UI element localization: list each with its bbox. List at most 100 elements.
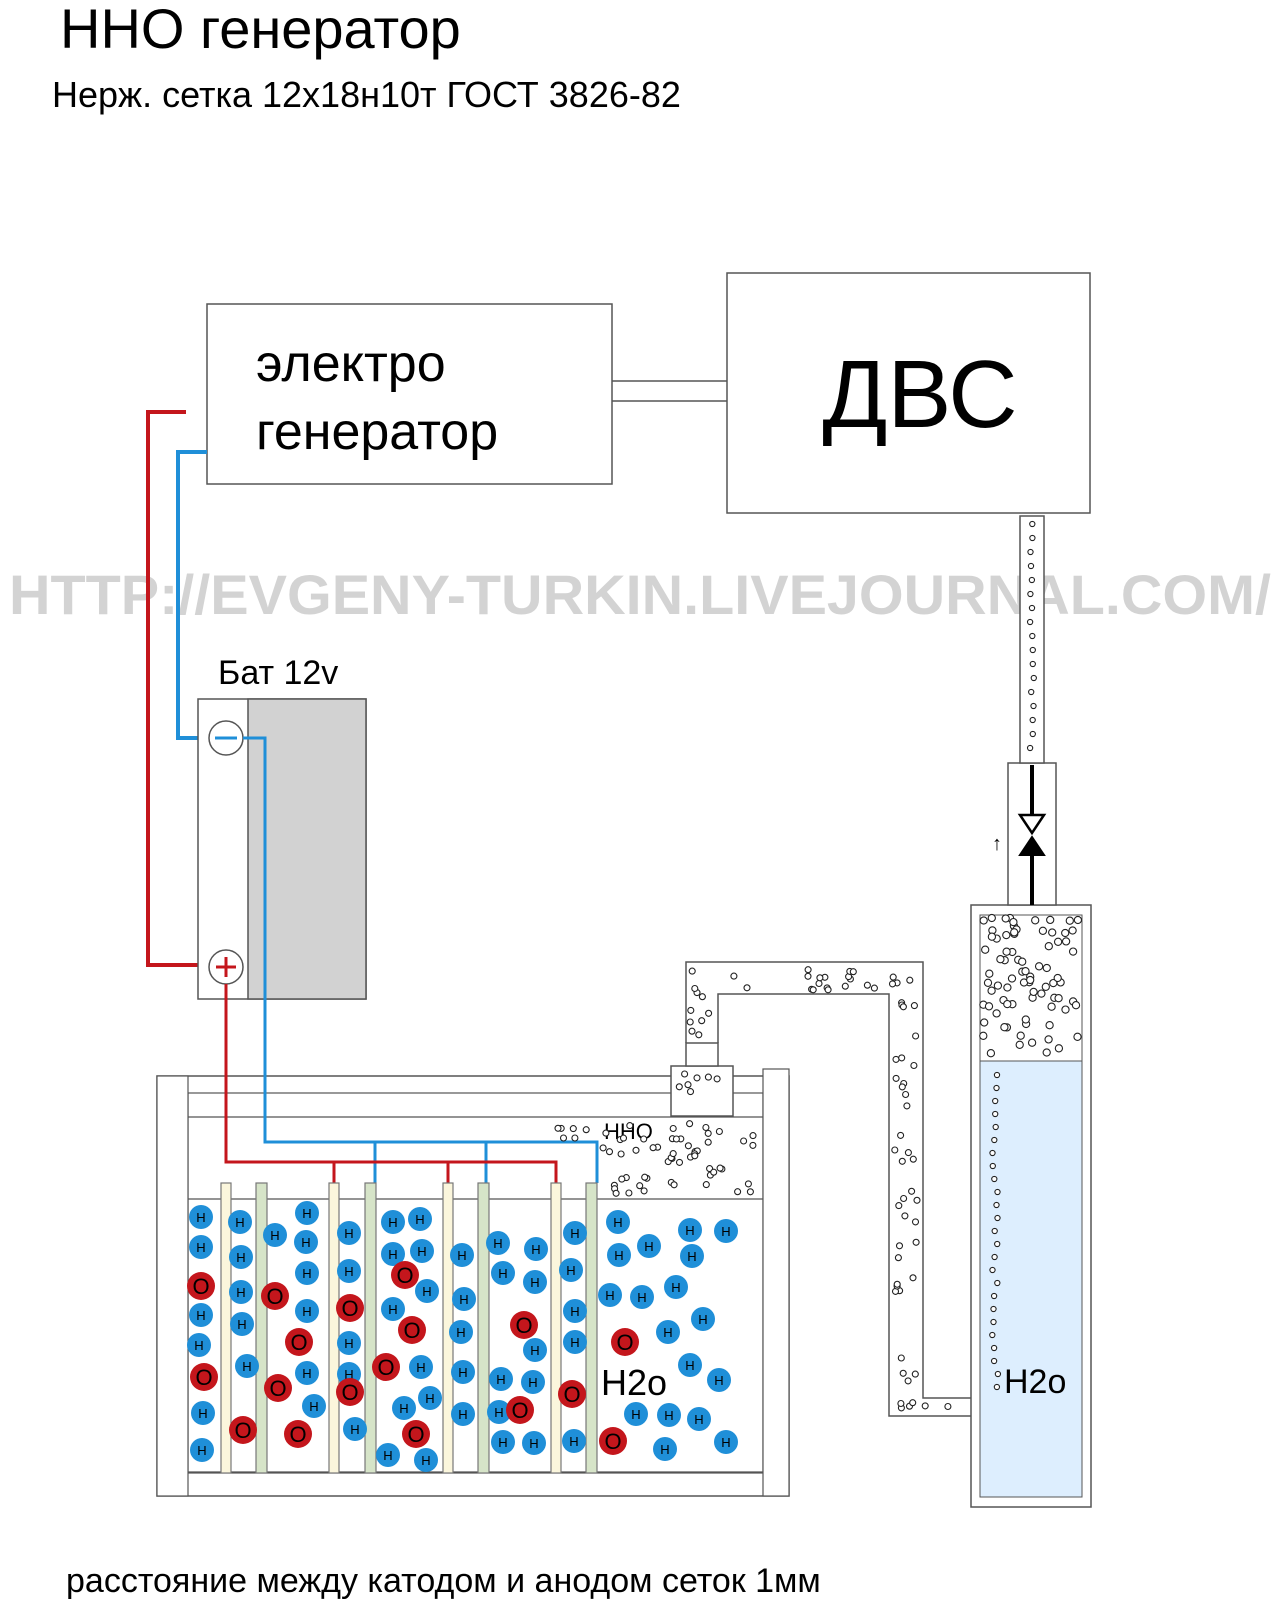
gas-bubble: [605, 1148, 614, 1156]
gas-bubble: [990, 1344, 998, 1352]
gas-bubble: [602, 1129, 610, 1137]
gas-bubble: [691, 1152, 699, 1160]
hydrogen-molecule: H: [295, 1299, 319, 1323]
gas-bubble: [989, 1162, 996, 1170]
svg-text:O: O: [407, 1422, 424, 1447]
svg-text:H: H: [569, 1434, 578, 1449]
svg-text:O: O: [192, 1274, 209, 1299]
hydrogen-molecule: H: [523, 1270, 547, 1294]
svg-text:O: O: [396, 1263, 413, 1288]
svg-text:H: H: [613, 1215, 622, 1230]
svg-text:H: H: [530, 1275, 539, 1290]
gas-bubble: [1028, 604, 1036, 612]
oxygen-molecule: O: [264, 1374, 292, 1402]
hydrogen-molecule: H: [415, 1279, 439, 1303]
gas-bubble: [669, 1150, 677, 1158]
hydrogen-molecule: H: [191, 1401, 215, 1425]
svg-text:H: H: [344, 1336, 353, 1351]
hydrogen-molecule: H: [523, 1338, 547, 1362]
hydrogen-molecule: H: [337, 1331, 361, 1355]
oxygen-molecule: O: [558, 1380, 586, 1408]
svg-text:H: H: [416, 1360, 425, 1375]
gas-bubble: [804, 972, 812, 980]
oxygen-molecule: O: [261, 1282, 289, 1310]
svg-text:H: H: [237, 1317, 246, 1332]
gas-bubble: [1061, 928, 1070, 938]
gas-bubble: [989, 1149, 996, 1157]
gas-bubble: [892, 1055, 900, 1063]
gas-bubble: [640, 1135, 648, 1143]
gas-bubble: [693, 1074, 701, 1082]
gas-bubble: [669, 1124, 677, 1133]
gas-bubble: [1071, 1001, 1081, 1010]
bubbler: H2o: [970, 904, 1092, 1508]
gas-bubble: [1002, 930, 1011, 940]
hydrogen-molecule: H: [410, 1239, 434, 1263]
gas-bubble: [636, 1182, 644, 1190]
gas-bubble: [641, 1173, 649, 1181]
svg-text:H: H: [198, 1406, 207, 1421]
hydrogen-molecule: H: [606, 1210, 630, 1234]
gas-bubble: [904, 1377, 912, 1385]
hydrogen-molecule: H: [376, 1443, 400, 1467]
gas-bubble: [625, 1189, 633, 1197]
hydrogen-molecule: H: [598, 1283, 622, 1307]
hydrogen-molecule: H: [714, 1430, 738, 1454]
gas-bubble: [991, 1175, 998, 1183]
svg-text:H: H: [570, 1335, 579, 1350]
gas-bubble: [987, 932, 997, 941]
svg-text:H: H: [496, 1372, 505, 1387]
oxygen-molecule: O: [284, 1420, 312, 1448]
svg-text:H: H: [388, 1247, 397, 1262]
oxygen-molecule: O: [506, 1396, 534, 1424]
gas-bubble: [744, 1180, 752, 1188]
hydrogen-molecule: H: [263, 1223, 287, 1247]
svg-text:H: H: [685, 1223, 694, 1238]
svg-text:H: H: [399, 1401, 408, 1416]
svg-text:H: H: [422, 1284, 431, 1299]
gas-bubble: [906, 976, 914, 984]
bubbles: [554, 520, 1083, 1412]
battery-positive-terminal: [208, 949, 244, 985]
gas-bubble: [617, 1150, 625, 1158]
hydrogen-molecule: H: [294, 1230, 318, 1254]
hydrogen-molecule: H: [664, 1275, 688, 1299]
gas-bubble: [695, 1031, 703, 1039]
gas-bubble: [993, 1383, 1001, 1391]
svg-text:H: H: [685, 1358, 694, 1373]
gas-bubble: [702, 1181, 710, 1189]
gas-bubble: [894, 1254, 902, 1262]
gas-bubble: [987, 986, 996, 995]
hydrogen-molecule: H: [491, 1430, 515, 1454]
diagram-subtitle: Нерж. сетка 12х18н10т ГОСТ 3826-82: [52, 74, 681, 115]
hydrogen-molecule: H: [187, 1333, 211, 1357]
svg-text:H: H: [196, 1240, 205, 1255]
svg-text:O: O: [234, 1418, 251, 1443]
hydrogen-molecule: H: [343, 1417, 367, 1441]
gas-bubble: [912, 1032, 920, 1040]
charging-wires: [146, 410, 210, 967]
gas-bubble: [554, 1124, 562, 1132]
gas-bubble: [897, 1399, 905, 1408]
gas-bubble: [994, 1279, 1001, 1287]
oxygen-molecule: O: [285, 1328, 313, 1356]
svg-text:H: H: [530, 1343, 539, 1358]
gas-bubble: [1068, 947, 1078, 956]
hydrogen-molecule: H: [680, 1244, 704, 1268]
svg-text:O: O: [616, 1330, 633, 1355]
gas-bubble: [672, 1135, 680, 1143]
gas-bubble: [898, 1054, 906, 1062]
gas-bubble: [909, 1274, 917, 1282]
gas-bubble: [1003, 999, 1012, 1009]
hydrogen-molecule: H: [230, 1312, 254, 1336]
hydrogen-molecule: H: [559, 1258, 583, 1282]
svg-text:H: H: [350, 1422, 359, 1437]
gas-bubble: [749, 1141, 757, 1149]
svg-text:H: H: [197, 1443, 206, 1458]
gas-bubble: [1027, 590, 1034, 598]
battery-label: Бат 12v: [218, 654, 338, 692]
gas-bubble: [1046, 915, 1055, 925]
svg-text:H: H: [196, 1210, 205, 1225]
svg-text:H: H: [425, 1391, 434, 1406]
svg-text:H: H: [631, 1407, 640, 1422]
